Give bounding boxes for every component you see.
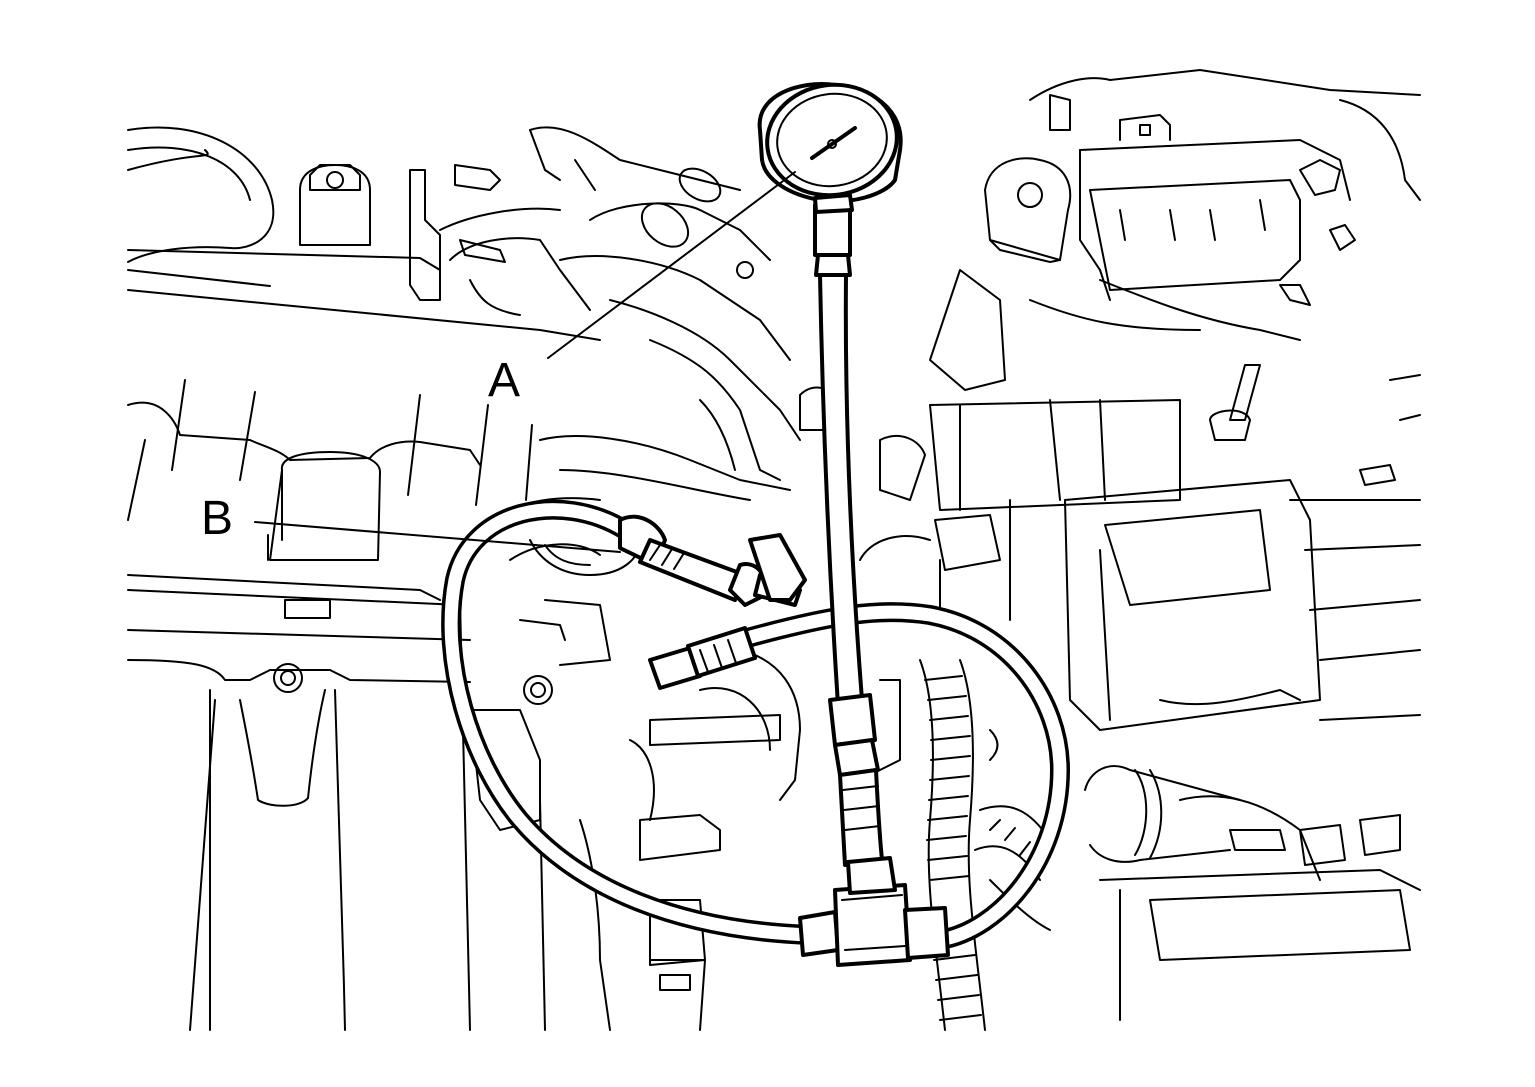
top-left-fittings: [299, 164, 506, 301]
wiring-loom: [919, 659, 1051, 1031]
pressure-gauge-icon: [757, 82, 903, 214]
adaptor-fitting: [648, 626, 757, 690]
callout-label-a: A: [488, 354, 521, 407]
right-components: [929, 69, 1421, 1021]
lower-mechanicals: [469, 497, 999, 1031]
leader-b-line: [254, 521, 621, 553]
gauge-tube: [813, 203, 884, 867]
intake-duct: [439, 126, 926, 501]
callout-label-b: B: [201, 492, 234, 545]
tee-fitting: [798, 856, 950, 967]
leader-a-line: [547, 171, 796, 359]
test-hose: [441, 499, 1070, 950]
engine-cover: [127, 126, 601, 1031]
test-port-fitting: [618, 514, 807, 607]
callout-leaders: [254, 171, 796, 553]
